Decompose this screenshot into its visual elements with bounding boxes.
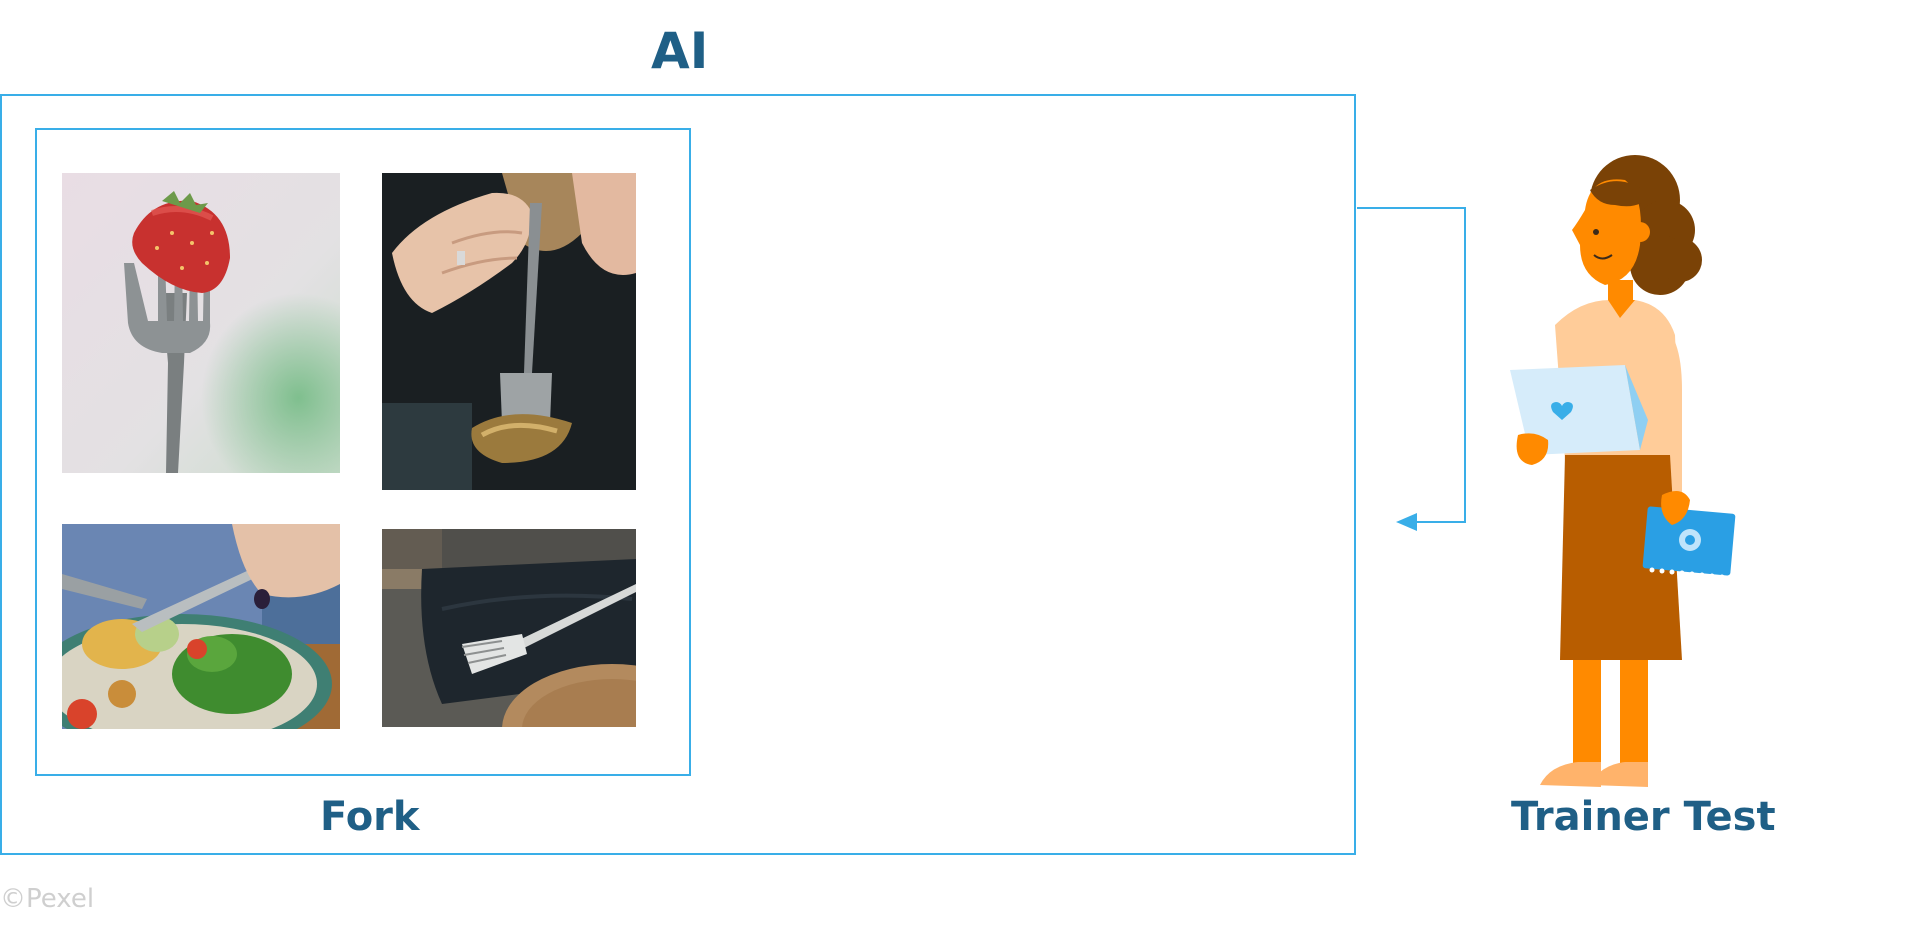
diagram-title: AI [651, 22, 709, 80]
trainer-label: Trainer Test [1511, 794, 1776, 840]
fork-dataset-box [35, 128, 691, 776]
person-eating-with-fork-photo [382, 173, 636, 490]
strawberry-on-fork-photo [62, 173, 340, 473]
ai-container-box [0, 94, 1356, 855]
trainer-person-illustration [1490, 150, 1750, 794]
fork-on-napkin-photo [382, 529, 636, 727]
image-credit: ©Pexel [0, 884, 95, 914]
fork-group-label: Fork [320, 794, 420, 840]
salad-plate-with-fork-photo [62, 524, 340, 729]
